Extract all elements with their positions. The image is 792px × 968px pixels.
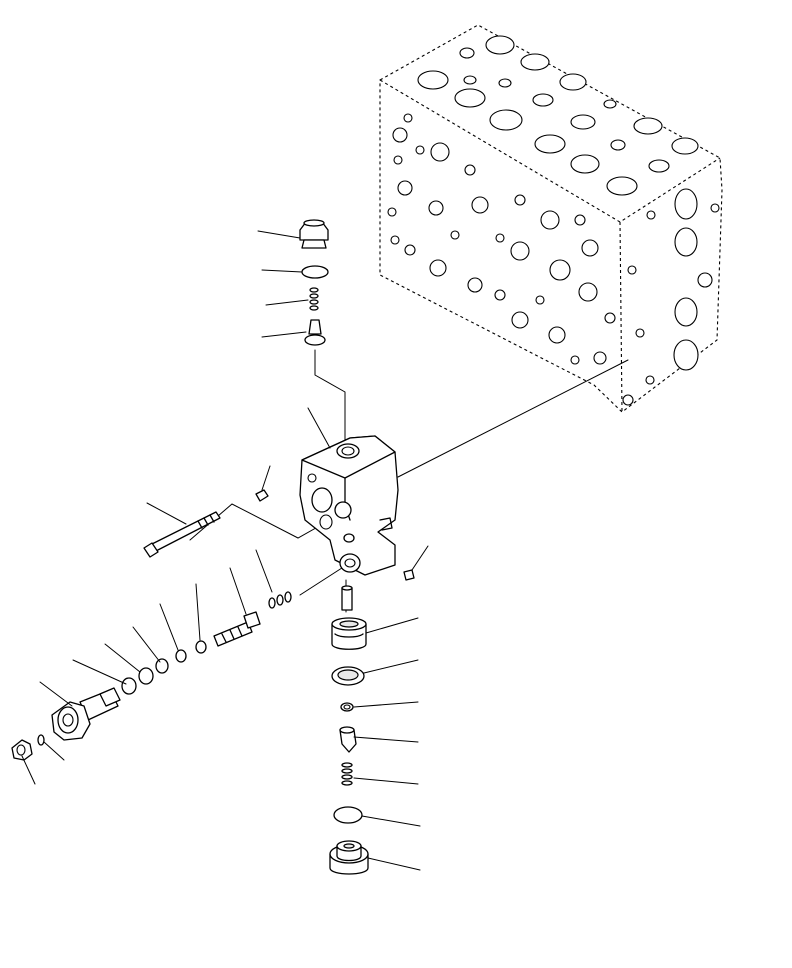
small-bolt-right: [403, 569, 415, 581]
o-ring-b: [155, 658, 169, 674]
o-ring-a: [175, 649, 187, 663]
main-valve-block: [379, 24, 723, 413]
leader-lines: [21, 230, 429, 871]
lower-poppet: [339, 726, 357, 753]
o-ring-d: [37, 734, 45, 746]
backup-ring: [138, 667, 154, 685]
small-ring: [340, 702, 354, 712]
small-bolt-left: [255, 489, 269, 502]
washer-a: [195, 640, 207, 654]
o-ring-small-1: [268, 591, 292, 609]
block-port-holes: [387, 35, 720, 406]
pilot-poppet: [213, 611, 261, 647]
valve-housing: [299, 435, 399, 576]
lower-o-ring: [333, 806, 363, 824]
upper-spring: [309, 287, 319, 311]
upper-plug: [299, 219, 329, 249]
stem-small: [341, 585, 353, 611]
adjusting-nut: [11, 739, 33, 761]
lower-plug: [329, 840, 369, 875]
relief-valve-body: [51, 687, 121, 741]
lower-seal-ring: [331, 666, 365, 686]
o-ring-c: [121, 677, 137, 695]
lower-sleeve: [331, 617, 367, 650]
long-bolt: [143, 511, 221, 558]
upper-o-ring: [301, 265, 329, 279]
lower-spring: [341, 762, 353, 786]
upper-poppet: [304, 319, 326, 346]
